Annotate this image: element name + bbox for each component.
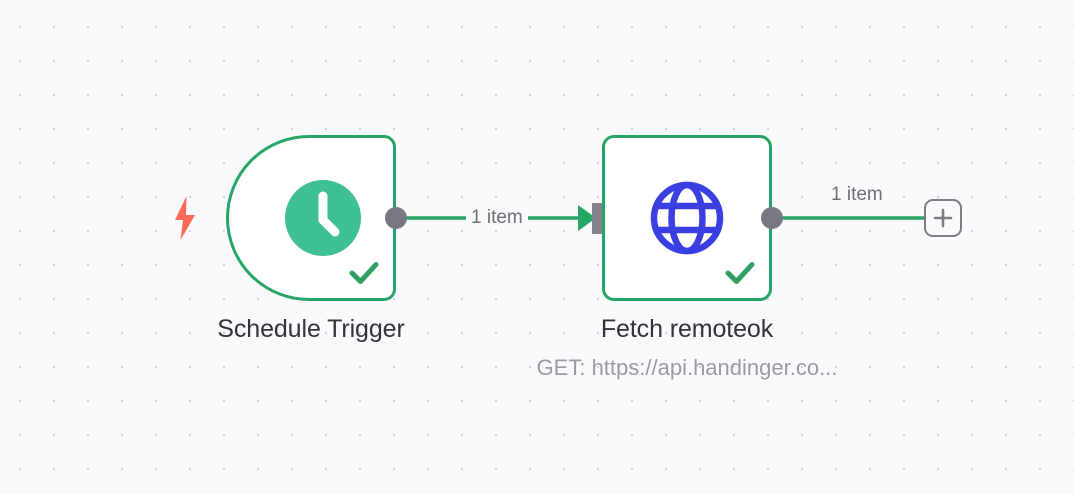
connection-label-http-to-plus: 1 item [831, 184, 883, 205]
connection-label-trigger-to-http: 1 item [466, 207, 528, 229]
add-node-button[interactable] [924, 199, 962, 237]
lightning-bolt-icon [175, 196, 195, 240]
node-subtitle-fetch-remoteok: GET: https://api.handinger.co... [536, 355, 838, 380]
clock-icon [285, 180, 361, 256]
node-title-fetch-remoteok: Fetch remoteok [600, 315, 774, 343]
node-schedule-trigger[interactable] [226, 135, 396, 301]
status-success-check-icon [349, 262, 379, 284]
node-title-schedule-trigger: Schedule Trigger [217, 315, 405, 343]
status-success-check-icon [725, 262, 755, 284]
globe-icon [650, 181, 724, 255]
input-port-fetch-remoteok[interactable] [592, 203, 605, 234]
connection-arrowhead-icon [578, 205, 596, 231]
output-port-schedule-trigger[interactable] [385, 207, 407, 229]
node-fetch-remoteok[interactable] [602, 135, 772, 301]
plus-icon [933, 208, 953, 228]
output-port-fetch-remoteok[interactable] [761, 207, 783, 229]
